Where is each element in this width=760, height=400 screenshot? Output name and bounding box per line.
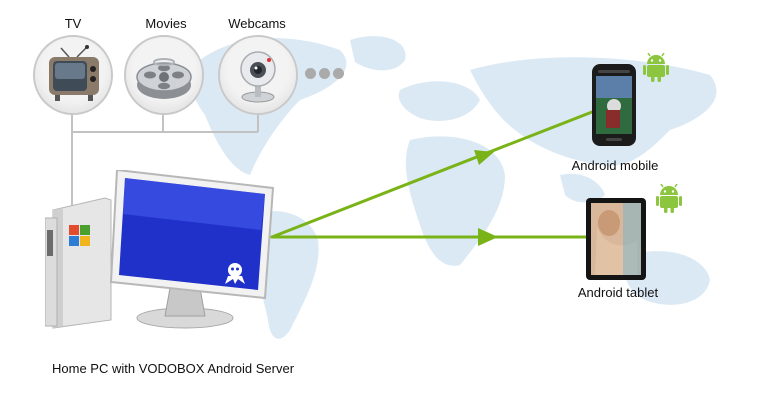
android-robot-icon bbox=[656, 184, 682, 213]
device-label-tablet: Android tablet bbox=[577, 285, 659, 300]
source-label-webcams: Webcams bbox=[228, 16, 286, 31]
arrow-to-mobile bbox=[270, 110, 594, 239]
desktop-pc-icon bbox=[45, 170, 275, 329]
device-android-tablet[interactable] bbox=[585, 197, 647, 281]
source-webcams[interactable] bbox=[218, 35, 298, 115]
device-label-mobile: Android mobile bbox=[571, 158, 659, 173]
arrow-head-mobile bbox=[474, 150, 494, 165]
arrow-head-tablet bbox=[478, 228, 498, 246]
android-robot-icon bbox=[643, 53, 669, 82]
tv-icon bbox=[49, 45, 99, 101]
webcam-icon bbox=[240, 51, 276, 103]
source-movies[interactable] bbox=[124, 35, 204, 115]
android-tablet-icon bbox=[586, 198, 646, 280]
source-label-tv: TV bbox=[64, 16, 82, 31]
film-reel-icon bbox=[136, 58, 192, 99]
android-phone-icon bbox=[592, 64, 636, 146]
server-label: Home PC with VODOBOX Android Server bbox=[52, 361, 295, 376]
device-android-mobile[interactable] bbox=[590, 62, 638, 148]
ellipsis-icon bbox=[305, 68, 344, 79]
source-label-movies: Movies bbox=[145, 16, 187, 31]
source-tv[interactable] bbox=[33, 35, 113, 115]
